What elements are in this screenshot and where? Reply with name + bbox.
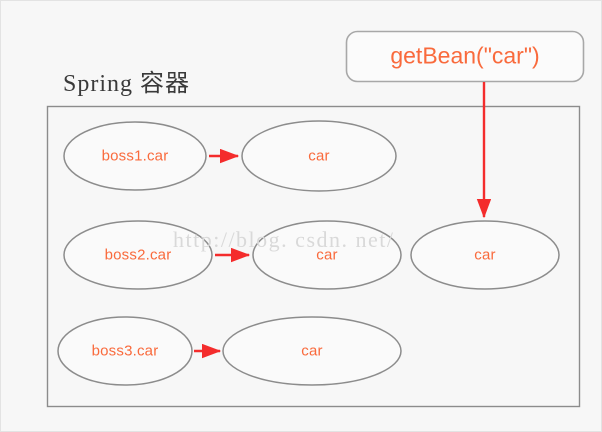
bean-node-car-row2[interactable] — [252, 220, 402, 290]
watermark-text: http://blog. csdn. net/ — [173, 227, 395, 252]
getbean-callout-box[interactable] — [345, 30, 585, 83]
bean-node-boss2-car[interactable] — [63, 220, 213, 290]
bean-node-car-result[interactable] — [410, 220, 560, 290]
getbean-callout-label: getBean("car") — [390, 42, 540, 69]
bean-node-car-row1[interactable] — [241, 120, 397, 192]
bean-node-car-row3[interactable] — [222, 316, 402, 386]
bean-node-boss3-car[interactable] — [57, 316, 193, 386]
bean-node-boss1-car[interactable] — [63, 121, 207, 191]
page-title: Spring 容器 — [63, 71, 191, 97]
